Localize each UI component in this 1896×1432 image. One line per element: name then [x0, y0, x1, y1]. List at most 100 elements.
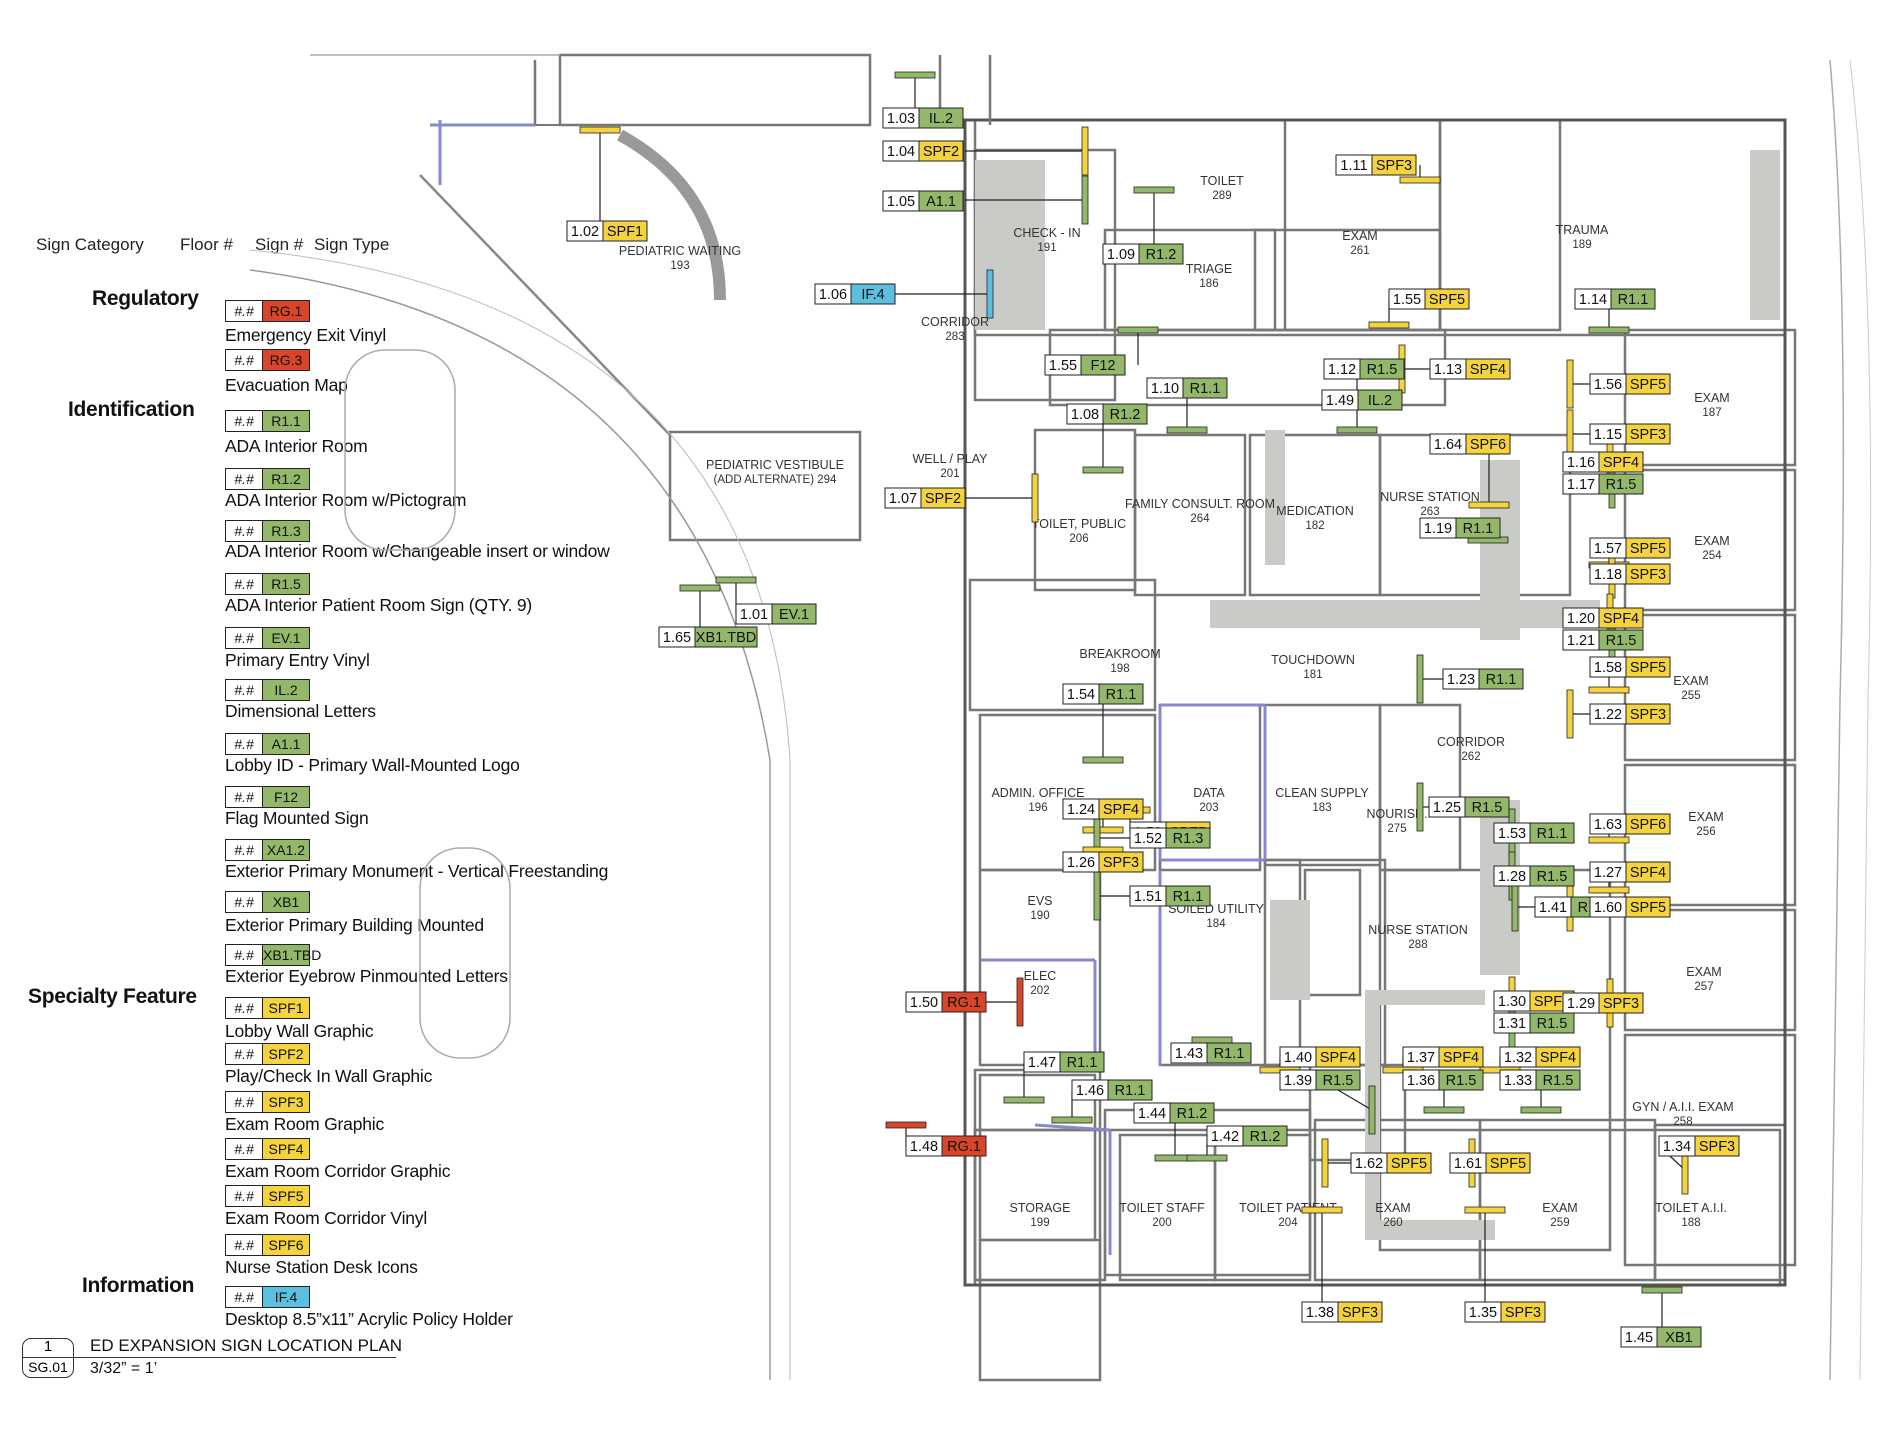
room-number: 256	[1696, 826, 1715, 838]
room-number: 193	[670, 260, 689, 272]
room-name: NURSE STATION	[1368, 923, 1468, 937]
sign-tag-type-box	[1535, 1046, 1581, 1068]
sign-tag-type: R1.1	[1173, 889, 1204, 905]
sign-tag-number: 1.62	[1355, 1156, 1383, 1172]
legend-sign-tag: #.#R1.1	[225, 410, 310, 432]
sign-tag-number: 1.39	[1284, 1073, 1312, 1089]
sign-location-marker	[1082, 466, 1124, 474]
room-outline	[1623, 328, 1797, 467]
sign-tag-type-box	[1478, 668, 1524, 690]
legend-header-floor: Floor #	[180, 235, 233, 254]
sign-tag-number: 1.18	[1594, 567, 1622, 583]
sign-tag-type-box	[1424, 288, 1470, 310]
room-name: TOILET STAFF	[1119, 1201, 1205, 1215]
sign-tag-number: 1.56	[1594, 377, 1622, 393]
room-number: 255	[1681, 690, 1700, 702]
room-name: CORRIDOR	[1437, 735, 1505, 749]
sign-tag-number: 1.03	[887, 111, 915, 127]
sign-tag-type-box	[1598, 992, 1644, 1014]
car-outline	[419, 847, 511, 1059]
legend-sign-description: Primary Entry Vinyl	[225, 650, 370, 670]
sign-tag-type: R1.5	[1472, 800, 1503, 816]
sign-tag-number: 1.10	[1151, 381, 1179, 397]
sign-tag-number: 1.22	[1594, 707, 1622, 723]
sign-location-marker	[1093, 871, 1101, 921]
sign-tag-number: 1.02	[571, 224, 599, 240]
sign-tag-number: 1.26	[1067, 855, 1095, 871]
sign-tag-type-box	[1438, 1069, 1484, 1091]
sign-tag-type: R1.3	[1173, 831, 1204, 847]
sign-tag-number: 1.52	[1134, 831, 1162, 847]
sign-tag-type: F12	[1091, 358, 1116, 374]
sign-tag: 1.52 R1.3	[1129, 827, 1211, 849]
legend-sign-tag: #.#SPF6	[225, 1234, 310, 1256]
room-name: GYN / A.I.I. EXAM	[1632, 1100, 1733, 1114]
room-number: 206	[1069, 533, 1088, 545]
sign-tag-type: SPF3	[1630, 707, 1666, 723]
sign-tag-type: SPF3	[1505, 1305, 1541, 1321]
sign-location-marker	[1321, 1138, 1329, 1188]
sign-location-marker	[1399, 176, 1441, 184]
sign-tag-type: R1.5	[1606, 477, 1637, 493]
room-number: 200	[1152, 1217, 1171, 1229]
sign-tag-number: 1.07	[889, 491, 917, 507]
title-block-underline	[74, 1357, 396, 1358]
legend-sign-type: SPF5	[263, 1185, 310, 1207]
sign-tag-number: 1.46	[1076, 1083, 1104, 1099]
sign-tag-type: SPF3	[1603, 996, 1639, 1012]
sign-tag-type-box	[941, 991, 987, 1013]
room-number: 260	[1383, 1217, 1402, 1229]
room-number: 181	[1303, 669, 1322, 681]
sign-tag-type: R1.2	[1250, 1129, 1281, 1145]
legend-sign-type: SPF2	[263, 1043, 310, 1065]
sign-tag-type: R1.2	[1110, 407, 1141, 423]
sign-tag-type: R1.5	[1606, 633, 1637, 649]
room-number: 259	[1550, 1217, 1569, 1229]
sign-location-marker	[1082, 826, 1124, 834]
legend-sign-description: Nurse Station Desk Icons	[225, 1257, 418, 1277]
legend-sign-description: Lobby ID - Primary Wall-Mounted Logo	[225, 755, 520, 775]
sign-tag-number: 1.17	[1567, 477, 1595, 493]
sign-tag-number: 1.30	[1498, 994, 1526, 1010]
sign-tag-type-box	[1625, 813, 1671, 835]
legend-sign-tag: #.#R1.2	[225, 468, 310, 490]
room-outline	[1623, 613, 1797, 762]
sign-tag-number: 1.44	[1138, 1106, 1166, 1122]
sign-location-marker	[1082, 756, 1124, 764]
room-name: EXAM	[1673, 674, 1708, 688]
sign-tag-type-box	[1165, 827, 1211, 849]
sign-tag-type: R1.5	[1537, 1016, 1568, 1032]
walls-layer	[249, 53, 1872, 1382]
sign-tag-type-box	[1337, 1301, 1383, 1323]
legend-sign-type: XB1.TBD	[263, 944, 321, 966]
sign-tag-type-box	[1138, 243, 1184, 265]
legend-sign-number: #.#	[225, 1185, 263, 1207]
room-name: TRAUMA	[1556, 223, 1609, 237]
legend-sign-number: #.#	[225, 1286, 263, 1308]
sign-tag-type-box	[1535, 1069, 1581, 1091]
room-outline	[963, 118, 1787, 1287]
legend-sign-type: IF.4	[263, 1286, 310, 1308]
legend-sign-description: ADA Interior Patient Room Sign (QTY. 9)	[225, 595, 533, 615]
sign-tag-type: R1.1	[1537, 826, 1568, 842]
sign-location-marker	[1588, 836, 1630, 844]
legend-header-category: Sign Category	[36, 235, 144, 254]
legend-sign-type: SPF4	[263, 1138, 310, 1160]
legend-sign-number: #.#	[225, 627, 263, 649]
legend-sign-tag: #.#RG.3	[225, 349, 310, 371]
room-name: EXAM	[1694, 391, 1729, 405]
legend-sign-description: Lobby Wall Graphic	[225, 1021, 374, 1041]
